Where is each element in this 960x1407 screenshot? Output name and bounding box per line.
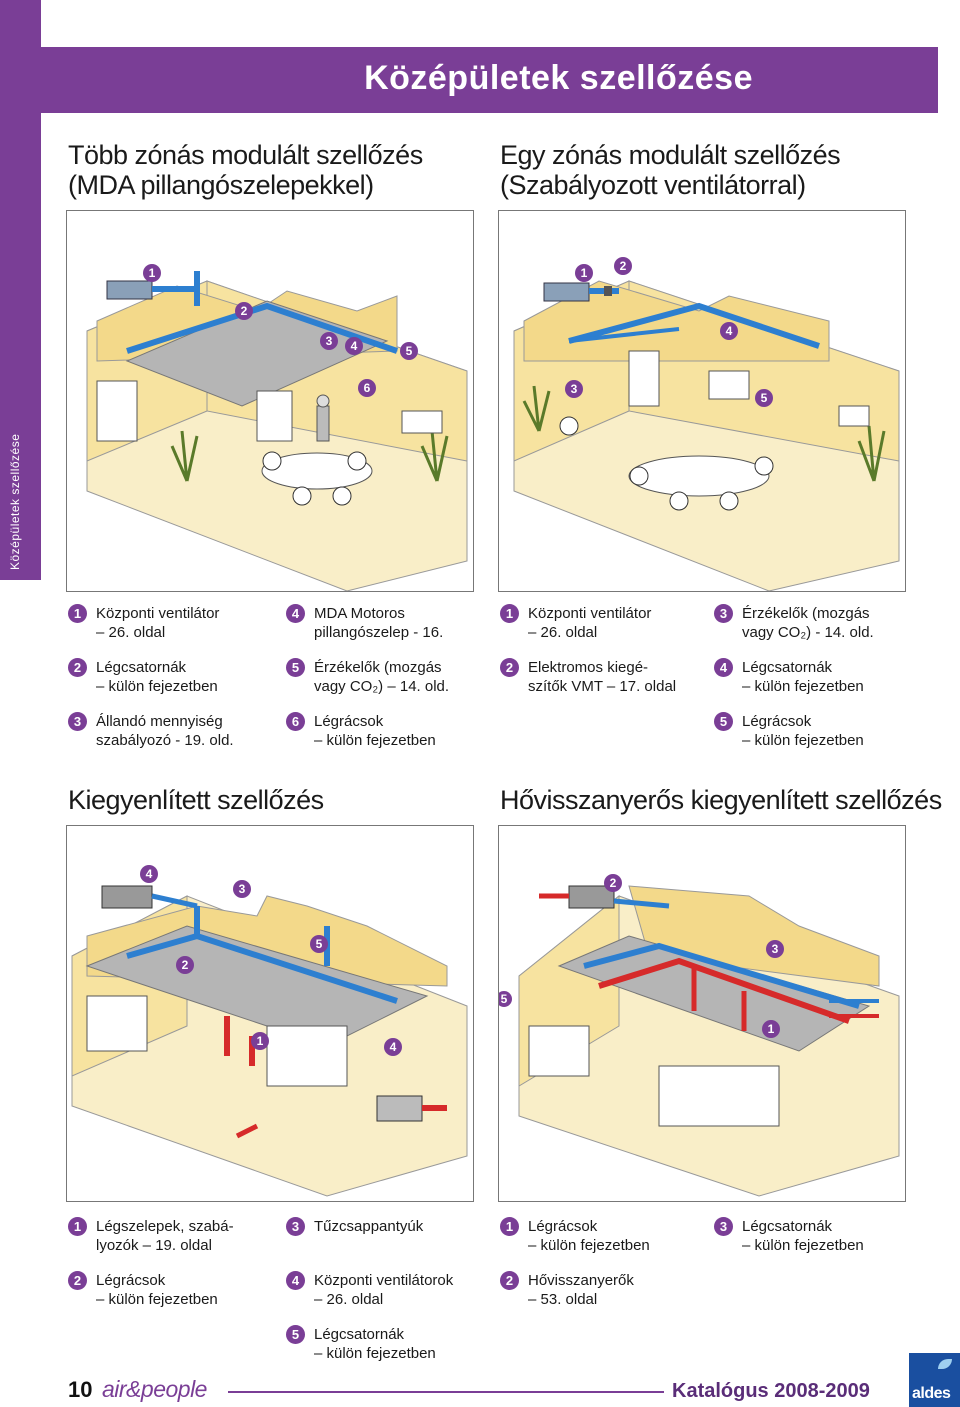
aldes-logo: aldes	[909, 1353, 960, 1407]
callout-label: 4	[351, 339, 358, 353]
section-title-singlezone: Egy zónás modulált szellőzés (Szabályozo…	[500, 140, 841, 200]
number-badge: 2	[68, 1271, 87, 1290]
logo-text: aldes	[912, 1385, 951, 1402]
number-badge: 3	[714, 1217, 733, 1236]
callout-label: 2	[610, 876, 617, 890]
callout-label: 5	[406, 344, 413, 358]
callout-label: 3	[326, 334, 333, 348]
callout-label: 2	[620, 259, 627, 273]
page-number: 10	[68, 1377, 93, 1402]
number-badge: 5	[714, 712, 733, 731]
sidebar-label: Középületek szellőzése	[8, 433, 22, 570]
number-badge: 1	[500, 1217, 519, 1236]
callout-label: 3	[571, 382, 578, 396]
diagram-multizone: 1 2 3 4 5 6	[66, 210, 474, 592]
callout-label: 5	[316, 937, 323, 951]
callout-label: 5	[501, 992, 508, 1006]
footer-divider	[228, 1391, 664, 1393]
number-badge: 3	[286, 1217, 305, 1236]
number-badge: 4	[286, 604, 305, 623]
number-badge: 1	[68, 604, 87, 623]
page-title: Középületek szellőzése	[364, 59, 753, 97]
leaf-icon	[938, 1359, 952, 1369]
callout-label: 3	[772, 942, 779, 956]
section-title-balanced: Kiegyenlített szellőzés	[68, 785, 324, 815]
callout-label: 2	[241, 304, 248, 318]
number-badge: 2	[500, 658, 519, 677]
callout-label: 6	[364, 381, 371, 395]
number-badge: 6	[286, 712, 305, 731]
number-badge: 3	[68, 712, 87, 731]
callout-label: 2	[182, 958, 189, 972]
number-badge: 5	[286, 658, 305, 677]
callout-label: 1	[581, 266, 588, 280]
callout-label: 5	[761, 391, 768, 405]
diagram-singlezone: 1 2 3 4 5	[498, 210, 906, 592]
number-badge: 1	[500, 604, 519, 623]
number-badge: 2	[68, 658, 87, 677]
callout-label: 1	[149, 266, 156, 280]
callout-label: 4	[146, 867, 153, 881]
diagram-balanced: 4 3 5 2 1 4	[66, 825, 474, 1202]
callout-label: 3	[239, 882, 246, 896]
callout-label: 1	[768, 1022, 775, 1036]
sidebar-band: Középületek szellőzése	[0, 0, 41, 580]
number-badge: 1	[68, 1217, 87, 1236]
number-badge: 4	[286, 1271, 305, 1290]
callout-label: 1	[257, 1034, 264, 1048]
callout-label: 4	[390, 1040, 397, 1054]
number-badge: 2	[500, 1271, 519, 1290]
header-band: Középületek szellőzése	[41, 47, 938, 113]
brand-wordmark: air&people	[102, 1376, 207, 1402]
callout-label: 4	[726, 324, 733, 338]
number-badge: 5	[286, 1325, 305, 1344]
catalog-label: Katalógus 2008-2009	[672, 1380, 870, 1402]
section-title-heat-recovery: Hővisszanyerős kiegyenlített szellőzés	[500, 785, 942, 815]
number-badge: 4	[714, 658, 733, 677]
section-title-multizone: Több zónás modulált szellőzés (MDA pilla…	[68, 140, 423, 200]
number-badge: 3	[714, 604, 733, 623]
diagram-heat-recovery: 2 3 5 1	[498, 825, 906, 1202]
